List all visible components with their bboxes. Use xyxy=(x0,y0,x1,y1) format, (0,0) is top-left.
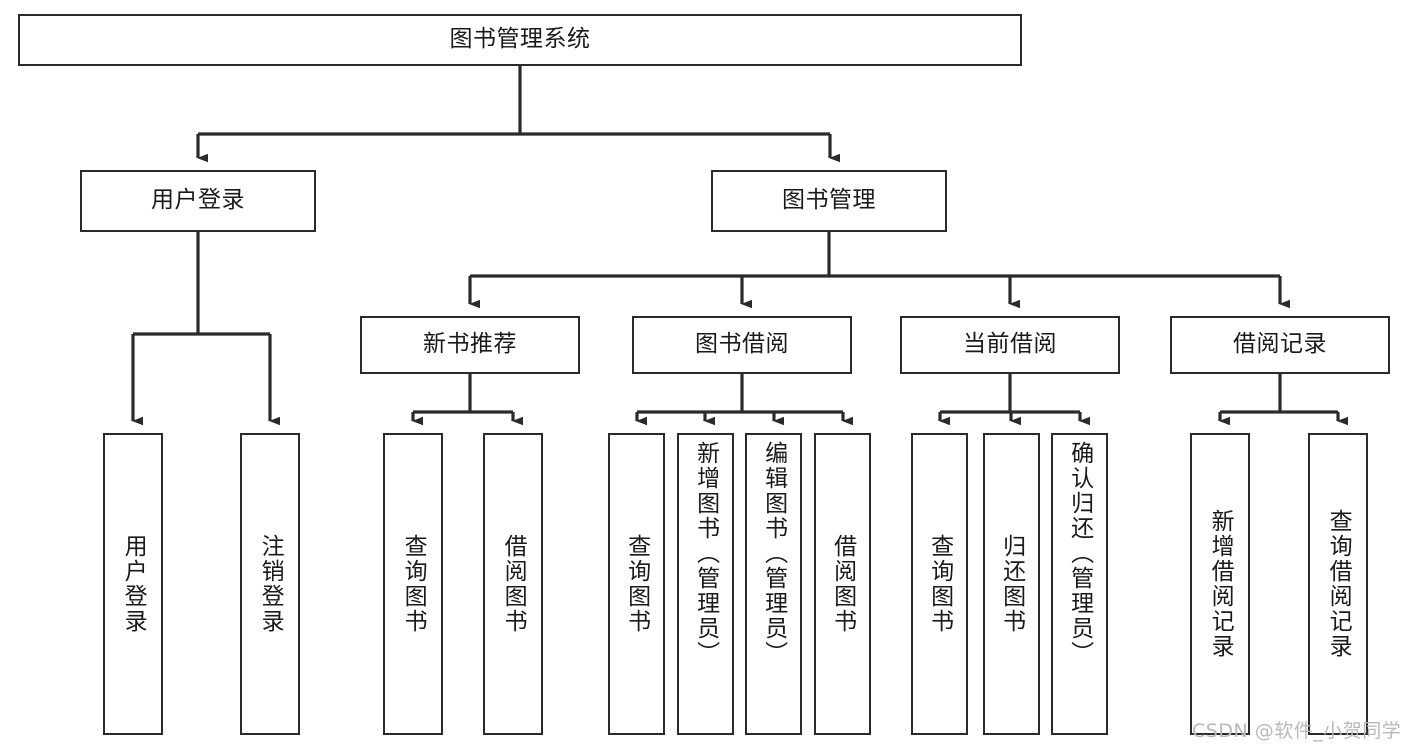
node-label: 编辑图书（管理员） xyxy=(760,441,787,666)
leaf-node[interactable]: 查询借阅记录 xyxy=(1308,433,1368,735)
node-label: 查询图书 xyxy=(623,534,650,634)
node-level3-book-borrow[interactable]: 图书借阅 xyxy=(632,316,852,374)
node-level3-borrow-record[interactable]: 借阅记录 xyxy=(1170,316,1390,374)
node-label: 当前借阅 xyxy=(963,331,1057,358)
node-label: 图书管理系统 xyxy=(449,26,591,53)
node-level3-new-book-recommend[interactable]: 新书推荐 xyxy=(360,316,580,374)
node-label: 用户登录 xyxy=(151,187,245,214)
leaf-node[interactable]: 查询图书 xyxy=(383,433,443,735)
node-label: 借阅记录 xyxy=(1233,331,1327,358)
node-label: 注销登录 xyxy=(257,534,284,634)
node-level2-user-login[interactable]: 用户登录 xyxy=(80,170,316,232)
leaf-node[interactable]: 归还图书 xyxy=(983,433,1040,735)
node-level3-current-borrow[interactable]: 当前借阅 xyxy=(900,316,1120,374)
leaf-node[interactable]: 查询图书 xyxy=(608,433,665,735)
node-label: 新书推荐 xyxy=(423,331,517,358)
node-label: 确认归还（管理员） xyxy=(1066,441,1093,666)
node-level2-book-management[interactable]: 图书管理 xyxy=(711,170,947,232)
node-root[interactable]: 图书管理系统 xyxy=(18,14,1022,66)
node-label: 图书管理 xyxy=(782,187,876,214)
node-label: 用户登录 xyxy=(120,534,147,634)
node-label: 查询图书 xyxy=(400,534,427,634)
leaf-node[interactable]: 借阅图书 xyxy=(814,433,871,735)
node-label: 查询图书 xyxy=(926,534,953,634)
watermark-text: CSDN @软件_小贺同学 xyxy=(1192,720,1402,742)
node-label: 借阅图书 xyxy=(500,534,527,634)
leaf-node[interactable]: 注销登录 xyxy=(240,433,300,735)
node-label: 查询借阅记录 xyxy=(1325,509,1352,659)
leaf-node[interactable]: 用户登录 xyxy=(103,433,163,735)
leaf-node[interactable]: 新增借阅记录 xyxy=(1190,433,1250,735)
node-label: 借阅图书 xyxy=(829,534,856,634)
node-label: 归还图书 xyxy=(998,534,1025,634)
node-label: 图书借阅 xyxy=(695,331,789,358)
leaf-node[interactable]: 编辑图书（管理员） xyxy=(745,433,802,735)
leaf-node[interactable]: 确认归还（管理员） xyxy=(1051,433,1108,735)
leaf-node[interactable]: 借阅图书 xyxy=(483,433,543,735)
leaf-node[interactable]: 查询图书 xyxy=(911,433,968,735)
node-label: 新增图书（管理员） xyxy=(692,441,719,666)
leaf-node[interactable]: 新增图书（管理员） xyxy=(677,433,734,735)
node-label: 新增借阅记录 xyxy=(1207,509,1234,659)
